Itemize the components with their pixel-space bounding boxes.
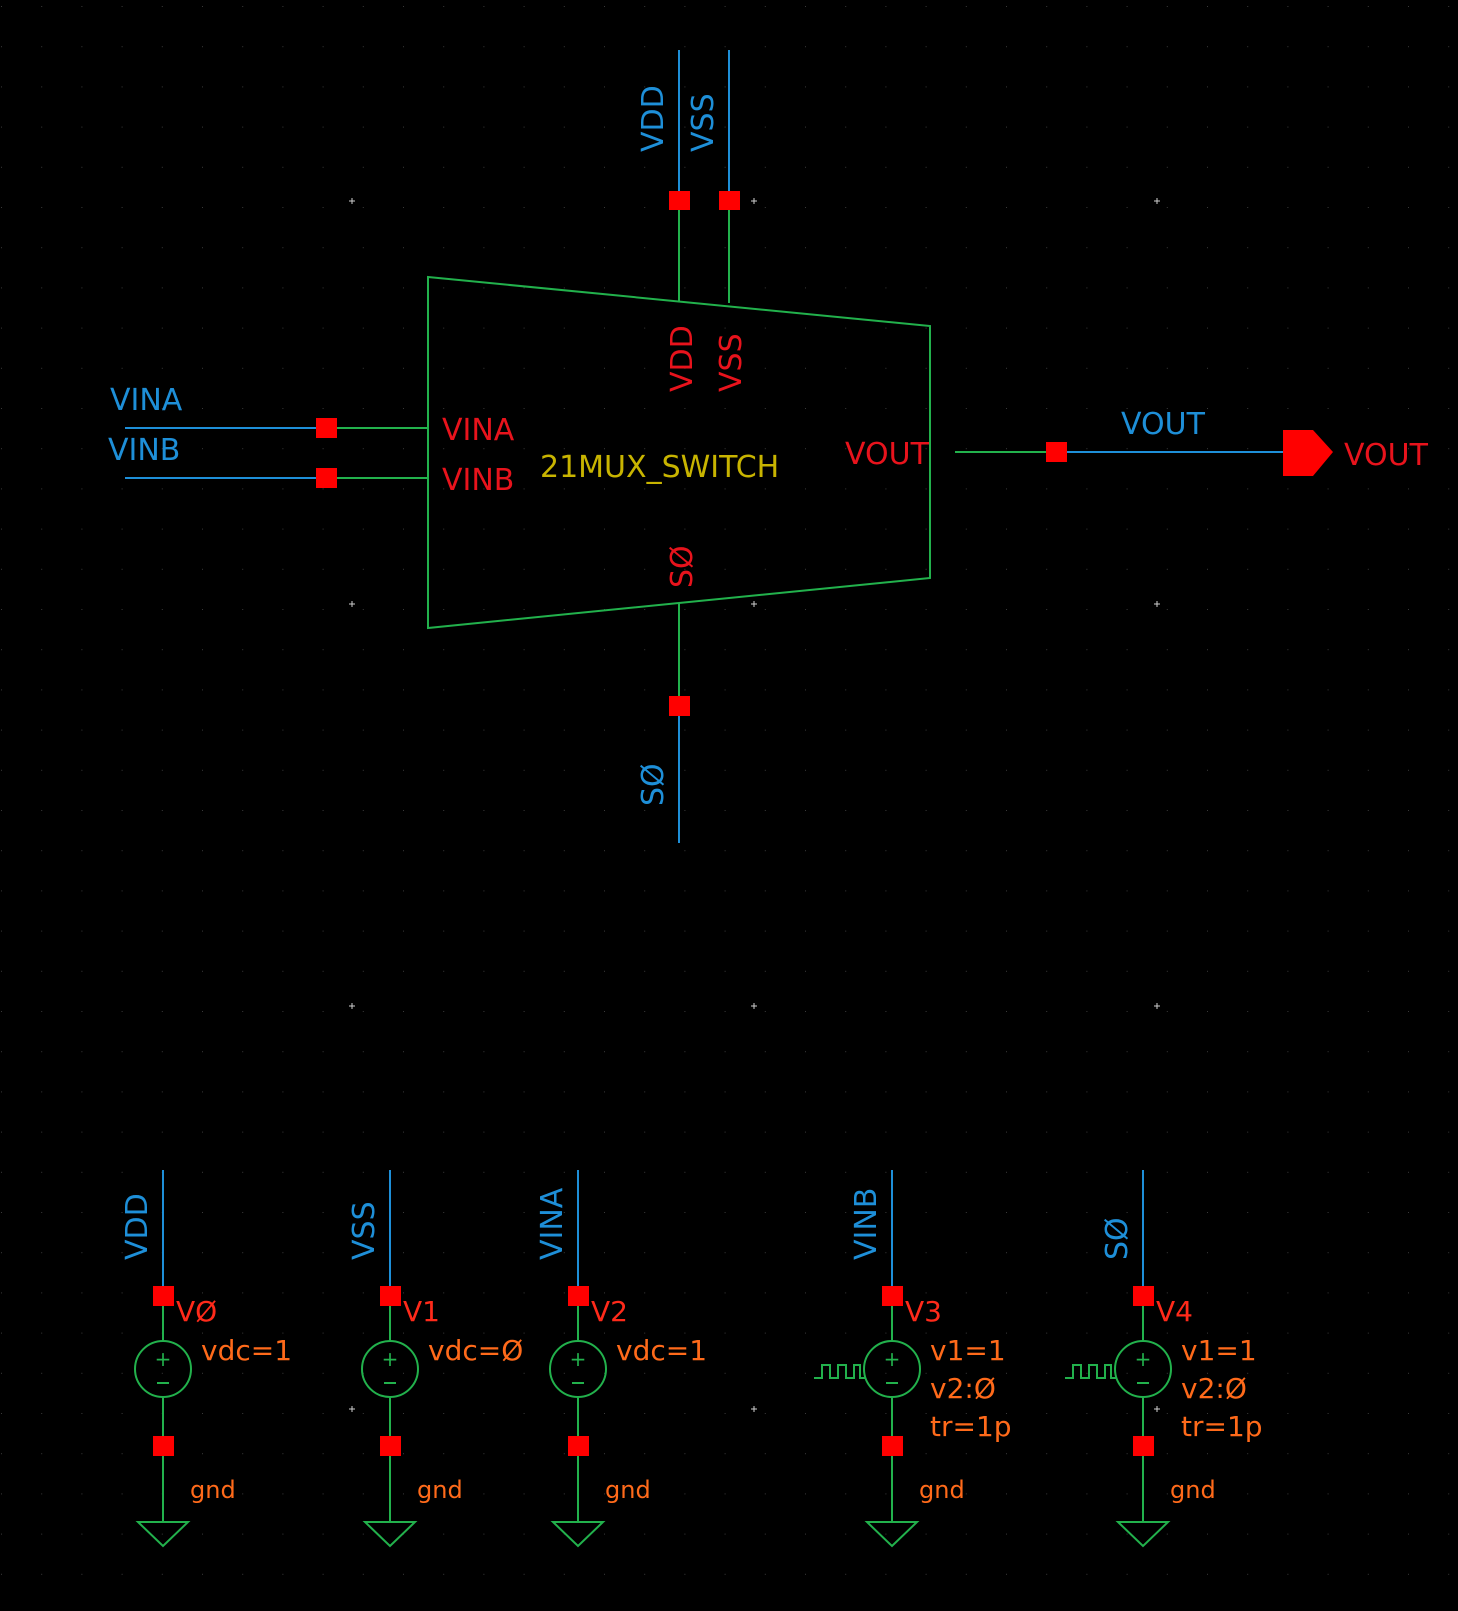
voltage-source-v1[interactable]: VSS +V1 vdc=Ø gnd	[347, 1170, 523, 1548]
source-symbol[interactable]	[863, 1340, 921, 1398]
net-label-vinb-left: VINB	[108, 433, 180, 468]
pin-marker-top[interactable]	[882, 1286, 903, 1306]
plus-icon: +	[155, 1347, 172, 1371]
ground-icon	[864, 1521, 920, 1548]
source-row: VDD+VØvdc=1gndVSS+V1vdc=ØgndVINA+V2vdc=1…	[120, 1170, 1263, 1548]
source-net-label: VINB	[849, 1188, 884, 1260]
mux-instance[interactable]: VDD VSS VINA VINB 21MUX_SWITCH VOUT SØ	[427, 275, 931, 630]
source-symbol[interactable]	[361, 1340, 419, 1398]
pin-marker-vinb-left[interactable]	[316, 468, 337, 488]
pin-marker-top[interactable]	[153, 1286, 174, 1306]
net-s0-bottom[interactable]: SØ	[636, 603, 680, 843]
gnd-label: gnd	[605, 1476, 651, 1504]
output-pin-label: VOUT	[1344, 438, 1429, 473]
net-label-vina-left: VINA	[110, 383, 183, 418]
output-pin-icon[interactable]	[1283, 430, 1333, 476]
source-param: v1=1	[930, 1334, 1006, 1367]
mux-pin-s0: SØ	[665, 545, 700, 588]
mux-cell-name: 21MUX_SWITCH	[540, 450, 779, 485]
net-vout-right[interactable]: VOUT	[955, 407, 1283, 453]
mux-body[interactable]	[427, 275, 931, 630]
pin-marker-vina-left[interactable]	[316, 418, 337, 438]
gnd-label: gnd	[190, 1476, 236, 1504]
pulse-waveform-icon	[1065, 1364, 1117, 1379]
source-net-label: VINA	[535, 1187, 570, 1260]
net-label-vss-top: VSS	[686, 93, 721, 152]
source-net-label: SØ	[1100, 1217, 1135, 1260]
source-param: tr=1p	[1181, 1410, 1263, 1443]
pin-marker-bottom[interactable]	[1133, 1436, 1154, 1456]
source-param: v2:Ø	[1181, 1372, 1247, 1405]
voltage-source-v4[interactable]: SØ +V4 v1=1 v2:Ø tr=1p gnd	[1065, 1170, 1263, 1548]
plus-icon: +	[570, 1347, 587, 1371]
gnd-label: gnd	[417, 1476, 463, 1504]
ground-icon	[135, 1521, 191, 1548]
source-symbol[interactable]	[134, 1340, 192, 1398]
source-net-label: VDD	[120, 1193, 155, 1260]
pin-marker-s0-bottom[interactable]	[669, 696, 690, 716]
pulse-waveform-icon	[814, 1364, 866, 1379]
source-param: v2:Ø	[930, 1372, 996, 1405]
pin-marker-vss-top[interactable]	[719, 191, 740, 210]
pin-marker-top[interactable]	[568, 1286, 589, 1306]
net-vss-top[interactable]: VSS	[686, 50, 730, 303]
pin-marker-vout[interactable]	[1046, 442, 1067, 462]
plus-icon: +	[884, 1347, 901, 1371]
source-symbol[interactable]	[1114, 1340, 1172, 1398]
source-net-label: VSS	[347, 1201, 382, 1260]
net-label-s0-bottom: SØ	[636, 763, 671, 806]
mux-pin-vina: VINA	[442, 413, 515, 448]
mux-pin-vinb: VINB	[442, 463, 514, 498]
net-vinb-left[interactable]: VINB	[108, 433, 428, 479]
mux-pin-vss: VSS	[714, 333, 749, 392]
pin-marker-bottom[interactable]	[568, 1436, 589, 1456]
grid-dots	[1, 6, 1450, 1575]
pin-marker-bottom[interactable]	[153, 1436, 174, 1456]
source-instance-name: V2	[591, 1295, 628, 1328]
source-instance-name: V4	[1156, 1295, 1193, 1328]
plus-icon: +	[1135, 1347, 1152, 1371]
ground-icon	[1115, 1521, 1171, 1548]
voltage-source-v3[interactable]: VINB +V3 v1=1 v2:Ø tr=1p gnd	[814, 1170, 1012, 1548]
voltage-source-v2[interactable]: VINA +V2 vdc=1 gnd	[535, 1170, 707, 1548]
source-instance-name: V3	[905, 1295, 942, 1328]
net-label-vdd-top: VDD	[636, 85, 671, 152]
source-param: v1=1	[1181, 1334, 1257, 1367]
net-vina-left[interactable]: VINA	[110, 383, 428, 429]
gnd-label: gnd	[1170, 1476, 1216, 1504]
source-instance-name: V1	[403, 1295, 440, 1328]
net-label-vout-right: VOUT	[1121, 407, 1206, 442]
pin-marker-bottom[interactable]	[882, 1436, 903, 1456]
pin-marker-top[interactable]	[380, 1286, 401, 1306]
plus-icon: +	[382, 1347, 399, 1371]
pin-marker-bottom[interactable]	[380, 1436, 401, 1456]
mux-pin-vdd: VDD	[665, 325, 700, 392]
source-instance-name: VØ	[176, 1295, 217, 1328]
source-param: tr=1p	[930, 1410, 1012, 1443]
ground-icon	[362, 1521, 418, 1548]
pin-marker-vdd-top[interactable]	[669, 191, 690, 210]
mux-pin-vout: VOUT	[845, 437, 930, 472]
pin-marker-top[interactable]	[1133, 1286, 1154, 1306]
source-symbol[interactable]	[549, 1340, 607, 1398]
source-param: vdc=Ø	[428, 1334, 523, 1367]
net-vdd-top[interactable]: VDD	[636, 50, 680, 302]
ground-icon	[550, 1521, 606, 1548]
source-param: vdc=1	[616, 1334, 707, 1367]
gnd-label: gnd	[919, 1476, 965, 1504]
source-param: vdc=1	[201, 1334, 292, 1367]
voltage-source-vø[interactable]: VDD +VØ vdc=1 gnd	[120, 1170, 292, 1548]
